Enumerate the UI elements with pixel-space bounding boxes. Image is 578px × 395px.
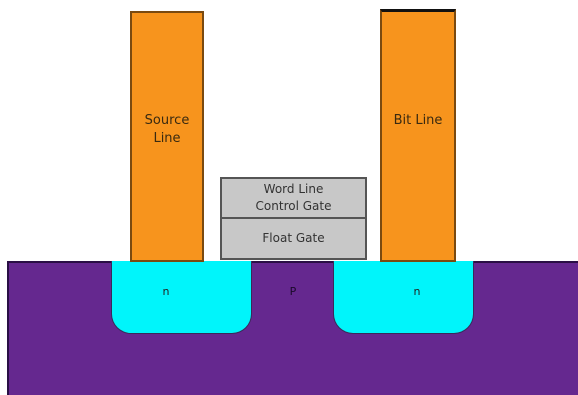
n-region-label-right: n bbox=[413, 285, 421, 298]
n-well-right bbox=[333, 261, 474, 334]
n-well-left bbox=[111, 261, 252, 334]
float-gate: Float Gate bbox=[220, 219, 367, 260]
p-region-label: P bbox=[289, 285, 297, 298]
n-region-label-left: n bbox=[162, 285, 170, 298]
p-substrate bbox=[7, 261, 578, 395]
word-line-control-gate: Word Line Control Gate bbox=[220, 177, 367, 219]
source-line: Source Line bbox=[130, 11, 204, 262]
bit-line: Bit Line bbox=[380, 9, 456, 262]
